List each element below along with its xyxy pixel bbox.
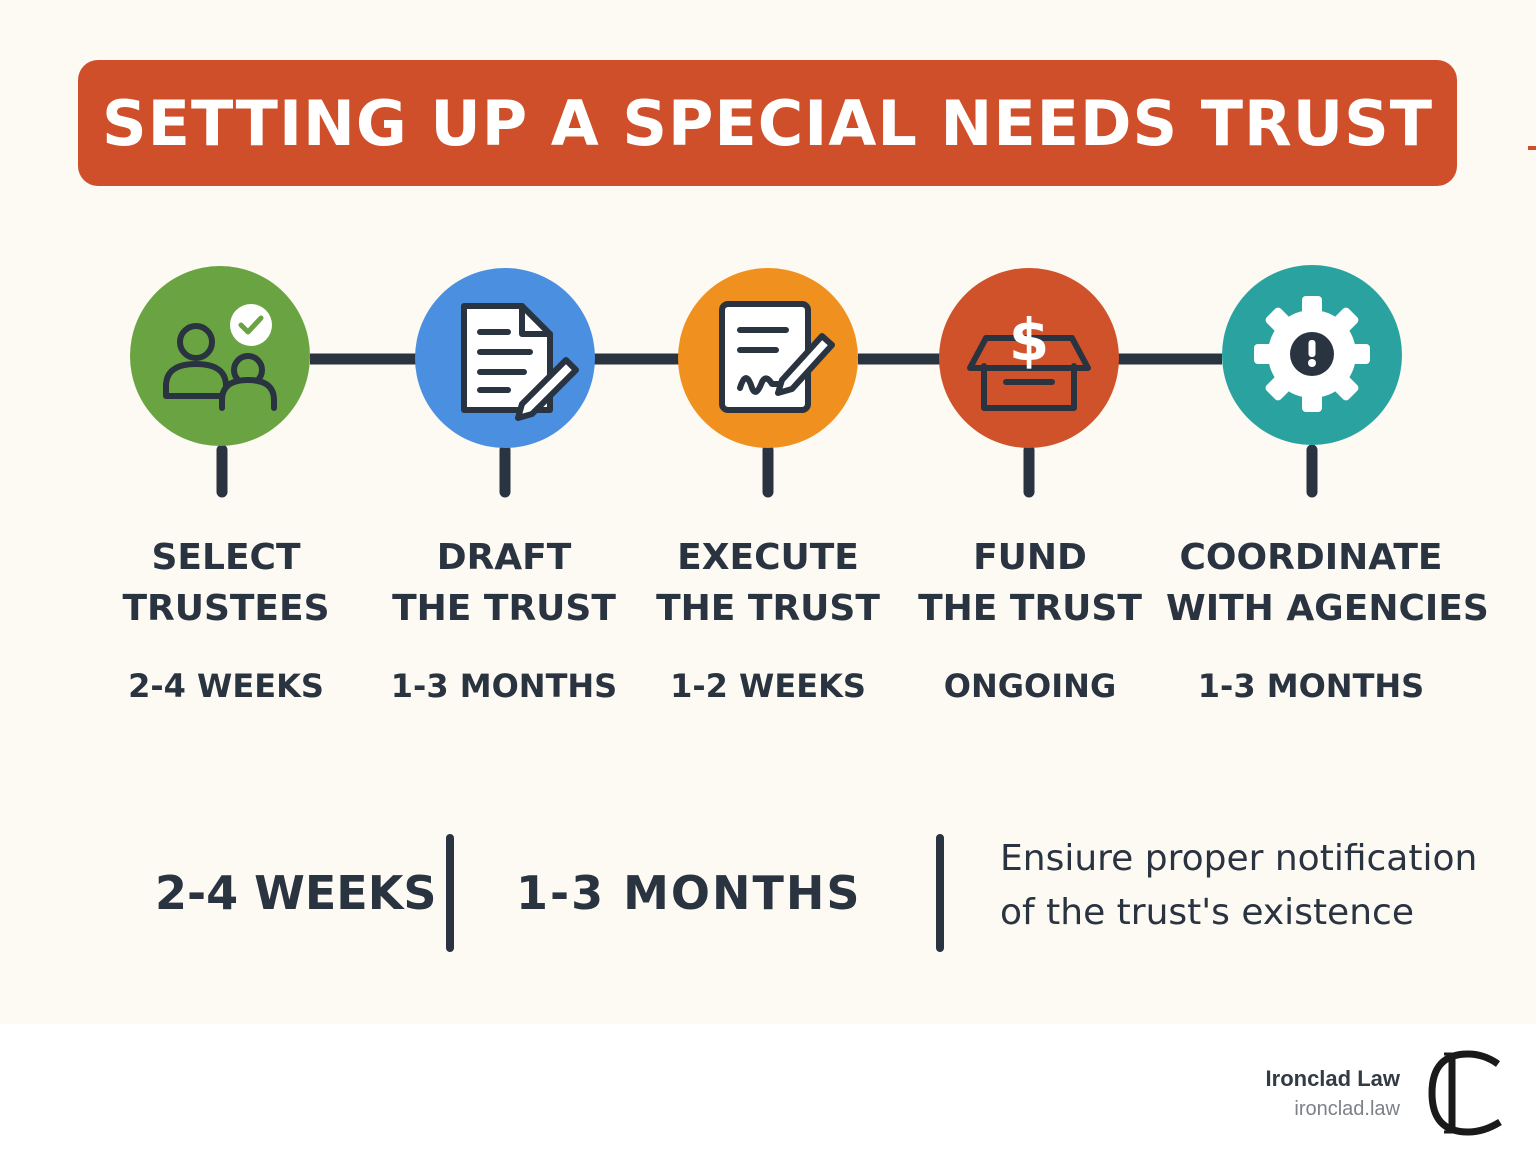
step-label-line2: TRUSTEES [122,588,330,629]
step-1-circle [130,266,310,446]
step-duration: 2-4 WEEKS [128,667,324,705]
step-duration: 1-3 MONTHS [390,667,618,705]
timeline-stems [216,444,1318,498]
step-label-line1: EXECUTE [677,537,859,578]
step-2-circle [415,268,595,448]
step-execute-trust: EXECUTE THE TRUST 1-2 WEEKS [628,532,908,705]
document-pen-icon [461,303,579,421]
step-draft-trust: DRAFT THE TRUST 1-3 MONTHS [364,532,644,705]
gear-alert-icon [1254,296,1370,412]
money-box-icon [967,335,1091,411]
step-label-line2: THE TRUST [918,588,1142,629]
summary-duration-2: 1-3 MONTHS [516,866,862,920]
step-select-trustees: SELECT TRUSTEES 2-4 WEEKS [86,532,366,705]
signature-icon [719,301,835,413]
people-check-icon [163,323,277,411]
summary-duration-1: 2-4 WEEKS [155,866,437,920]
brand-url: ironclad.law [1294,1098,1400,1120]
step-label-line2: THE TRUST [392,588,616,629]
step-label-line1: FUND [973,537,1087,578]
corner-accent [1528,146,1536,150]
step-label-line1: DRAFT [436,537,572,578]
page-title: SETTING UP A SPECIAL NEEDS TRUST [101,86,1434,160]
summary-divider-2 [936,834,944,952]
step-duration: 1-3 MONTHS [1197,667,1425,705]
timeline-diagram: $ [130,265,1402,498]
summary-note-line2: of the trust's existence [1000,892,1414,933]
step-label-line2: THE TRUST [656,588,880,629]
step-duration: 1-2 WEEKS [670,667,866,705]
step-5-circle [1222,265,1402,445]
brand-name: Ironclad Law [1265,1066,1400,1091]
step-fund-trust: FUND THE TRUST ONGOING [890,532,1170,705]
step-label-line1: SELECT [151,537,301,578]
step-coordinate-agencies: COORDINATE WITH AGENCIES 1-3 MONTHS [1166,532,1489,705]
footer [0,1024,1536,1154]
step-4-circle: $ [939,268,1119,448]
summary-note-line1: Ensiure proper notification [1000,838,1478,879]
title-banner: SETTING UP A SPECIAL NEEDS TRUST [78,60,1457,186]
dollar-sign-icon: $ [1009,306,1049,374]
ironclad-monogram-icon [1428,1050,1502,1136]
summary-divider-1 [446,834,454,952]
step-label-line2: WITH AGENCIES [1166,588,1489,629]
summary-note: Ensiure proper notification of the trust… [1000,832,1520,940]
step-3-circle [678,268,858,448]
step-label-line1: COORDINATE [1179,537,1443,578]
step-duration: ONGOING [943,667,1117,705]
